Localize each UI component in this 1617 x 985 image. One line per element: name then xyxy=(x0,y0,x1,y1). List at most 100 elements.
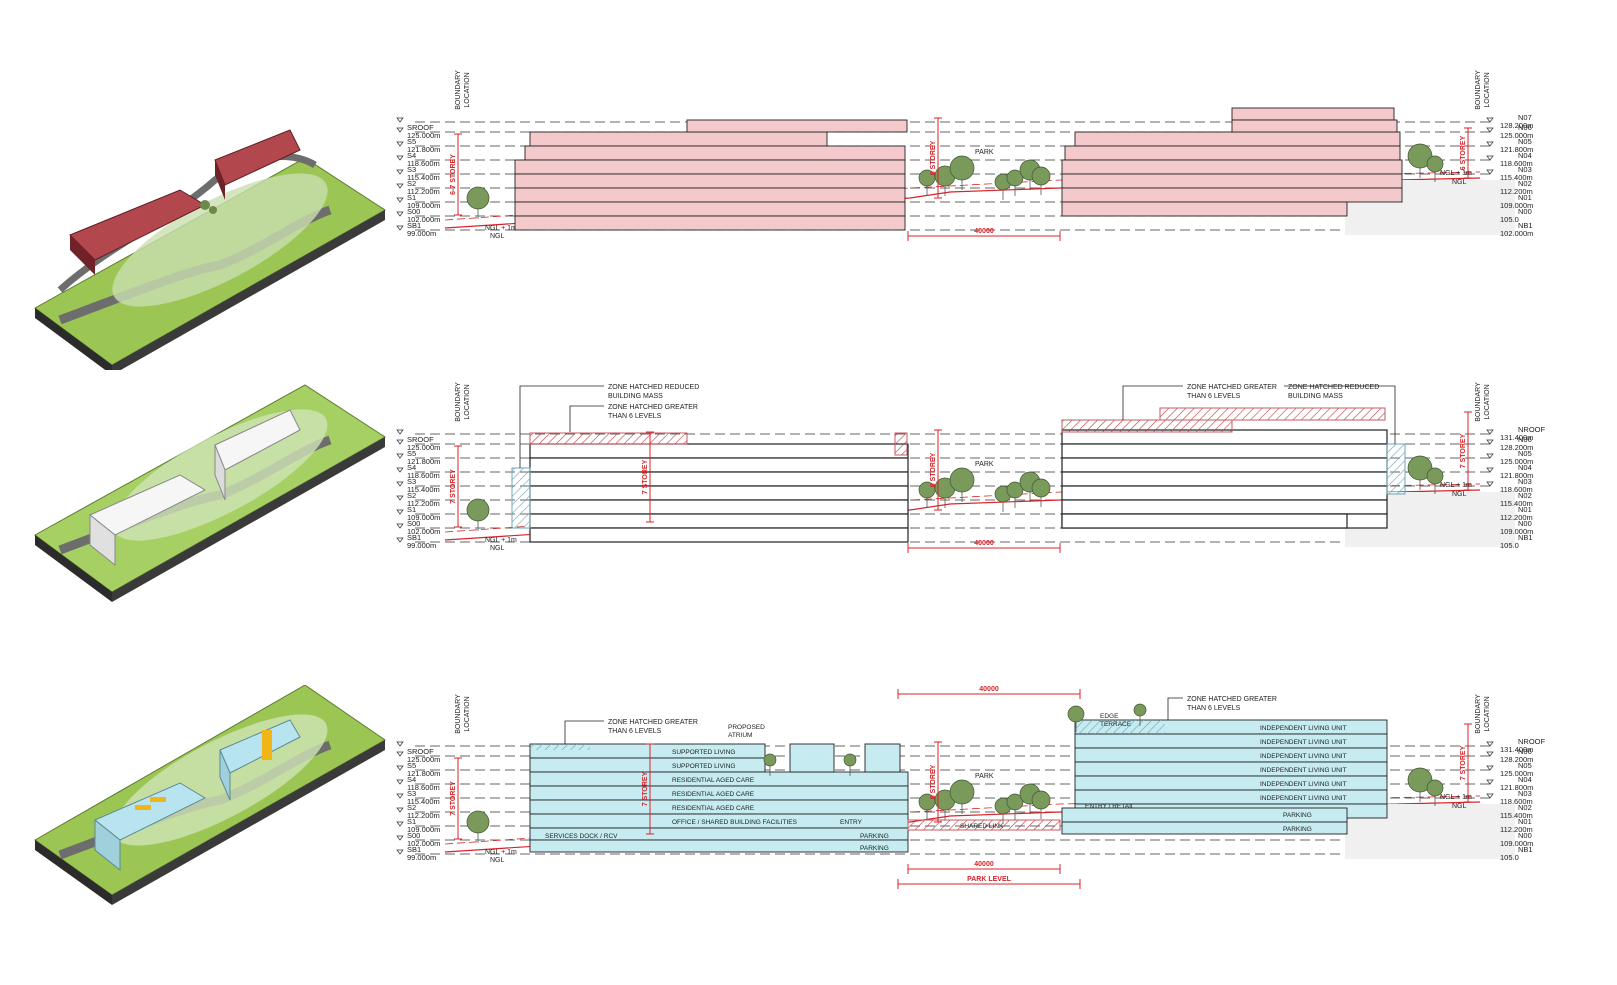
level-name-right: NROOF xyxy=(1518,425,1546,434)
level-value-right: 102.000m xyxy=(1500,684,1533,686)
level-value-right: 112.200m xyxy=(1500,825,1533,834)
parking-label: PARKING xyxy=(1283,826,1312,833)
annotation-text: ZONE HATCHED REDUCED xyxy=(1288,384,1379,391)
storey-label: 6 STOREY xyxy=(1460,135,1467,170)
level-value-left: 118.600m xyxy=(407,471,440,480)
level-name-right: NB1 xyxy=(1518,533,1533,542)
storey-label: 7 STOREY xyxy=(450,781,457,816)
floor-outline xyxy=(1061,443,1388,459)
floor-outline xyxy=(529,471,909,487)
tree-icon xyxy=(1006,793,1024,811)
shared-link-hatch xyxy=(907,819,1061,831)
level-name-right: N03 xyxy=(1518,477,1532,486)
datum-marker xyxy=(396,127,404,133)
floor-slab xyxy=(514,159,906,175)
tree-icon xyxy=(1133,703,1147,717)
level-name-left: S5 xyxy=(407,761,416,770)
ngl-plus-label: NGL + 1m xyxy=(485,225,517,232)
floor-slab xyxy=(1061,159,1403,175)
level-value-right: 128.200m xyxy=(1500,755,1533,764)
floor-outline xyxy=(1061,513,1348,529)
datum-marker xyxy=(1486,169,1494,175)
isometric-site-view-massing xyxy=(34,129,386,370)
level-name-right: N05 xyxy=(1518,761,1532,770)
datum-marker xyxy=(396,765,404,771)
floor-slab xyxy=(514,187,906,203)
datum-marker xyxy=(1486,467,1494,473)
datum-marker xyxy=(396,807,404,813)
level-name-right: N04 xyxy=(1518,151,1532,160)
program-label: INDEPENDENT LIVING UNIT xyxy=(1260,781,1347,788)
ngl-plus-label-right: NGL + 1m xyxy=(1440,170,1472,177)
ngl-label: NGL xyxy=(490,545,505,552)
level-name-right: N00 xyxy=(1518,831,1532,840)
floor-slab xyxy=(686,119,908,133)
hatched-zone-greater xyxy=(529,432,688,445)
services-label: SERVICES DOCK / RCV xyxy=(545,833,618,840)
level-name-right: NB1 xyxy=(1518,845,1533,854)
level-name-right: N02 xyxy=(1518,179,1532,188)
level-value-right: 112.200m xyxy=(1500,187,1533,196)
level-name-left: SB1 xyxy=(407,221,421,230)
datum-marker xyxy=(1486,453,1494,459)
datum-marker xyxy=(396,169,404,175)
level-value-right: 121.800m xyxy=(1500,783,1533,792)
tree-icon xyxy=(1407,455,1433,481)
datum-marker xyxy=(1486,141,1494,147)
hatched-zone-greater xyxy=(1159,407,1386,421)
level-value-left: 99.000m xyxy=(407,229,436,238)
level-name-right: N03 xyxy=(1518,165,1532,174)
ngl-label: NGL xyxy=(490,857,505,864)
annotation-text: ZONE HATCHED GREATER xyxy=(608,404,698,411)
datum-marker xyxy=(396,849,404,855)
tree-icon xyxy=(1067,705,1085,723)
floor-slab xyxy=(1061,173,1403,189)
boundary-label: BOUNDARY xyxy=(455,70,462,110)
park-label: PARK xyxy=(975,461,994,468)
level-name-left: SROOF xyxy=(407,747,434,756)
tree-icon xyxy=(949,467,975,493)
hatched-zone-reduced xyxy=(511,467,531,529)
park-label: PARK xyxy=(975,149,994,156)
level-name-left: S5 xyxy=(407,449,416,458)
hatched-zone xyxy=(1075,720,1165,734)
level-value-left: 121.800m xyxy=(407,145,440,154)
tree-icon xyxy=(1426,155,1444,173)
level-value-right: 125.000m xyxy=(1500,457,1533,466)
parking-label: PARKING xyxy=(1283,812,1312,819)
tree-icon xyxy=(466,498,490,522)
isometric-site-view-envelope xyxy=(34,384,386,602)
level-value-left: 118.600m xyxy=(407,159,440,168)
leader-line xyxy=(1122,385,1183,420)
program-label: INDEPENDENT LIVING UNIT xyxy=(1260,725,1347,732)
level-value-right: 118.600m xyxy=(1500,485,1533,494)
level-value-right: 118.600m xyxy=(1500,797,1533,806)
level-value-left: 115.400m xyxy=(407,797,440,806)
annotation-text: ZONE HATCHED GREATER xyxy=(608,719,698,726)
floor-outline xyxy=(529,443,909,459)
program-label: RESIDENTIAL AGED CARE xyxy=(672,791,755,798)
shared-link-label: SHARED LINK xyxy=(960,823,1004,830)
floor-slab xyxy=(514,173,906,189)
level-name-right: N01 xyxy=(1518,505,1532,514)
storey-label: 7 STOREY xyxy=(1460,745,1467,780)
datum-marker xyxy=(1486,793,1494,799)
datum-marker xyxy=(396,751,404,757)
atrium-block xyxy=(864,743,901,773)
tree-icon xyxy=(843,753,857,767)
level-name-left: S4 xyxy=(407,775,416,784)
level-name-left: SROOF xyxy=(407,123,434,132)
ngl-label-right: NGL xyxy=(1452,491,1467,498)
level-value-right: 109.000m xyxy=(1500,527,1533,536)
ngl-plus-label: NGL + 1m xyxy=(485,537,517,544)
boundary-label: LOCATION xyxy=(464,72,471,107)
level-value-right: 128.200m xyxy=(1500,443,1533,452)
annotation-text: THAN 6 LEVELS xyxy=(608,728,662,735)
datum-marker xyxy=(396,439,404,445)
datum-marker xyxy=(396,741,404,747)
level-name-right: N02 xyxy=(1518,803,1532,812)
level-name-right: N00 xyxy=(1518,207,1532,216)
datum-marker xyxy=(396,197,404,203)
datum-marker xyxy=(396,429,404,435)
